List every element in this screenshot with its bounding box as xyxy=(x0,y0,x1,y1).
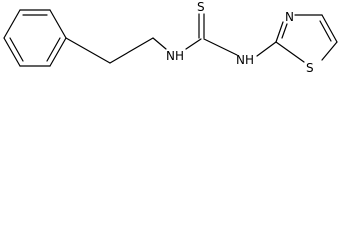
thiazole-bond xyxy=(275,41,305,63)
benzene-ring xyxy=(3,9,67,67)
thiazole-double-bond xyxy=(275,21,284,43)
linker-bond xyxy=(109,37,154,64)
benzene-bond xyxy=(3,37,21,67)
benzene-bond xyxy=(49,37,67,67)
structure-svg: NH S NH N S xyxy=(3,0,338,75)
thiazole-ring: N S xyxy=(275,10,338,75)
benzene-inner-double-bond xyxy=(9,37,24,62)
thiazole-bond xyxy=(321,14,338,43)
thiazole-bond xyxy=(321,41,338,61)
left-nh-label: NH xyxy=(166,49,184,63)
benzene-bond xyxy=(49,9,67,39)
benzene-inner-double-bond xyxy=(46,37,61,62)
right-nh-label: NH xyxy=(236,53,254,67)
molecule-structure-diagram: NH S NH N S xyxy=(0,0,348,103)
thiazole-nitrogen-label: N xyxy=(285,10,294,24)
thione-sulfur-label: S xyxy=(197,0,205,14)
thiazole-double-bond xyxy=(319,20,332,42)
core-bond xyxy=(203,38,238,56)
benzene-bond xyxy=(3,9,21,39)
thiazole-sulfur-label: S xyxy=(306,61,314,75)
linker-bond xyxy=(65,37,111,64)
thiazole-double-bond xyxy=(281,23,288,39)
ethyl-linker xyxy=(65,37,167,64)
core-bond xyxy=(185,38,202,50)
core-bond xyxy=(256,41,277,57)
linker-bond xyxy=(152,37,167,50)
thiourea-core: NH S NH xyxy=(166,0,277,67)
